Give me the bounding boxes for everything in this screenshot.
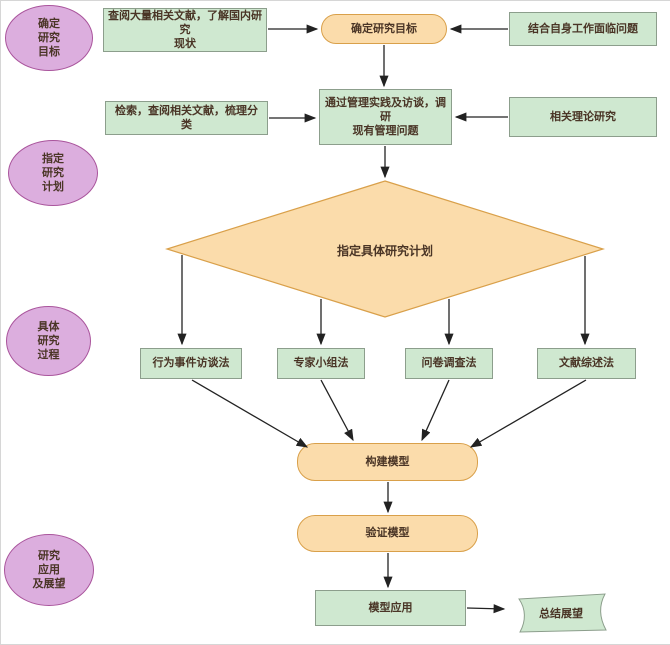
arrow-method1-to-build <box>191 379 309 448</box>
stage-label: 指定 研究 计划 <box>42 151 64 194</box>
box-self-problem: 结合自身工作面临问题 <box>509 12 657 46</box>
stage-ellipse-application: 研究 应用 及展望 <box>4 534 94 606</box>
box-label: 构建模型 <box>365 454 410 468</box>
box-model-application: 模型应用 <box>315 590 466 626</box>
box-method-expert-panel: 专家小组法 <box>277 348 365 379</box>
box-label: 检索，查阅相关文献，梳理分类 <box>115 103 258 131</box>
stadium-build-model: 构建模型 <box>297 443 478 481</box>
box-label: 行为事件访谈法 <box>152 356 230 370</box>
box-label: 结合自身工作面临问题 <box>528 21 638 35</box>
flag-summary-label: 总结展望 <box>539 607 583 620</box>
box-label: 验证模型 <box>365 526 410 540</box>
stage-ellipse-goal: 确定 研究 目标 <box>5 5 93 71</box>
arrow-method3-to-build <box>421 379 450 442</box>
box-method-behavior-interview: 行为事件访谈法 <box>140 348 242 379</box>
stage-label: 研究 应用 及展望 <box>32 548 66 591</box>
box-label: 专家小组法 <box>293 356 349 370</box>
box-practice-interview: 通过管理实践及访谈，调研 现有管理问题 <box>319 89 452 145</box>
stadium-define-goal: 确定研究目标 <box>321 14 447 44</box>
box-label: 确定研究目标 <box>351 21 417 35</box>
stage-label: 确定 研究 目标 <box>38 16 60 59</box>
box-label: 相关理论研究 <box>550 109 616 123</box>
box-literature-review: 查阅大量相关文献，了解国内研究 现状 <box>103 8 267 52</box>
box-label: 模型应用 <box>368 600 413 614</box>
stage-label: 具体 研究 过程 <box>37 319 60 362</box>
box-search-literature: 检索，查阅相关文献，梳理分类 <box>105 101 268 135</box>
stadium-verify-model: 验证模型 <box>297 515 478 552</box>
box-label: 文献综述法 <box>559 356 614 370</box>
arrow-method2-to-build <box>320 379 354 442</box>
stage-ellipse-process: 具体 研究 过程 <box>6 306 91 376</box>
arrow-method4-to-build <box>469 379 587 448</box>
box-label: 问卷调查法 <box>421 356 477 370</box>
decision-diamond-label: 指定具体研究计划 <box>336 244 433 258</box>
box-label: 通过管理实践及访谈，调研 现有管理问题 <box>325 95 446 138</box>
box-label: 查阅大量相关文献，了解国内研究 现状 <box>108 8 262 51</box>
box-method-questionnaire: 问卷调查法 <box>405 348 493 379</box>
box-method-literature-summary: 文献综述法 <box>537 348 636 379</box>
box-theory-research: 相关理论研究 <box>509 97 657 137</box>
arrow-apply-to-summary <box>466 604 506 614</box>
flag-summary-shape <box>518 593 607 633</box>
stage-ellipse-plan: 指定 研究 计划 <box>8 140 98 206</box>
